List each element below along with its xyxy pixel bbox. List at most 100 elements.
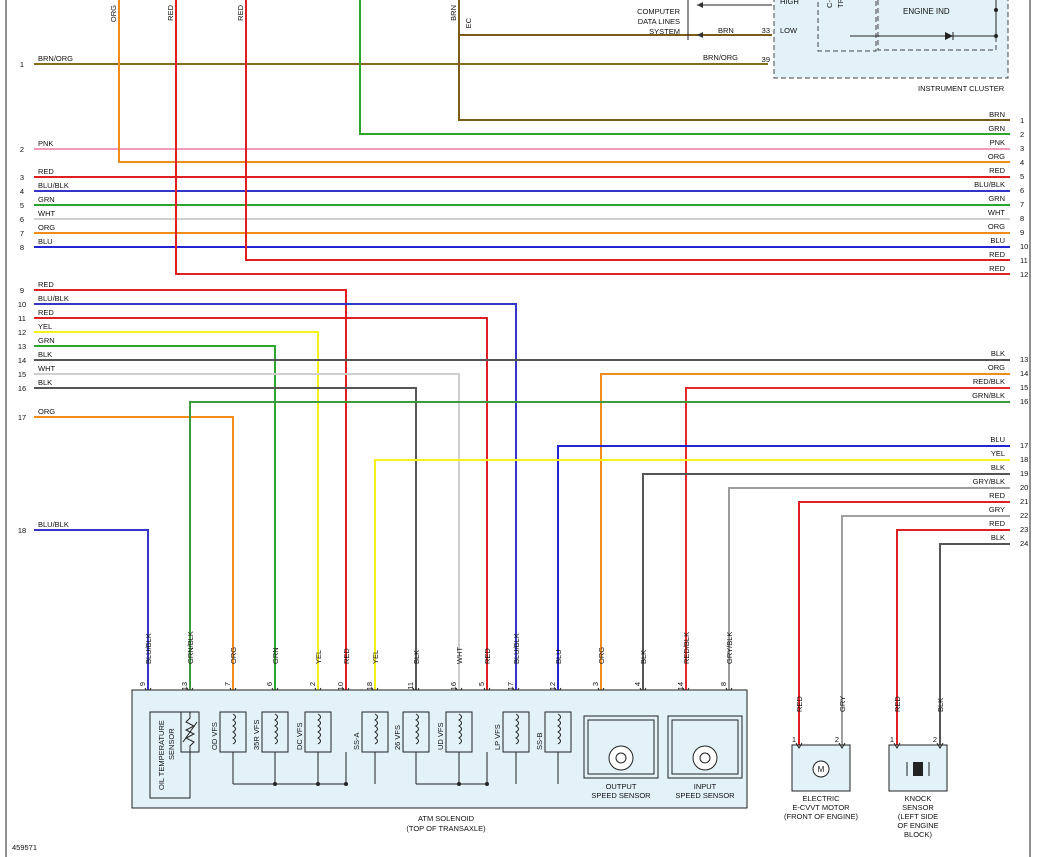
left-pin-number: 8: [20, 243, 24, 252]
solenoid-pin-number: 18: [365, 682, 374, 690]
wire-blu-blk: [34, 303, 517, 690]
motor-symbol: M: [818, 765, 825, 774]
pin-chevron: [795, 742, 803, 749]
right-pin-number: 24: [1020, 539, 1028, 548]
left-wire-label: PNK: [38, 139, 53, 148]
coil-icon: [232, 713, 236, 745]
wire-grn: [359, 0, 1010, 135]
left-pin-number: 16: [18, 384, 26, 393]
right-wire-label: RED: [989, 491, 1005, 500]
cluster-wire-label: BRN/ORG: [703, 53, 738, 62]
right-pin-number: 11: [1020, 256, 1028, 265]
right-wire-label: BLK: [991, 533, 1005, 542]
input-speed-sensor-label: INPUT: [694, 782, 717, 791]
wire-red: [896, 529, 1010, 745]
oil-temp-label: SENSOR: [167, 728, 176, 760]
solenoid-wire-label: RED: [342, 648, 351, 664]
components-layer: [5, 0, 1031, 857]
gear-icon: [615, 752, 627, 764]
cluster-pin-name: HIGH: [780, 0, 799, 6]
pin-chevron: [838, 742, 846, 749]
left-wire-label: YEL: [38, 322, 52, 331]
junction-dot: [485, 782, 489, 786]
cluster-pin-number: 39: [762, 55, 770, 64]
wire-red: [34, 317, 488, 690]
left-wire-label: BLU/BLK: [38, 181, 69, 190]
left-pin-number: 10: [18, 300, 26, 309]
right-pin-number: 2: [1020, 130, 1024, 139]
evvt-motor-label: ELECTRIC: [802, 794, 840, 803]
right-pin-number: 4: [1020, 158, 1024, 167]
right-pin-number: 6: [1020, 186, 1024, 195]
knock-element-icon: [913, 762, 923, 776]
junction-dot: [273, 782, 277, 786]
motor-pin-number: 2: [835, 735, 839, 744]
right-wire-label: ORG: [988, 152, 1005, 161]
right-wire-label: ORG: [988, 363, 1005, 372]
left-pin-number: 15: [18, 370, 26, 379]
wire-brn-can-low: [458, 0, 772, 36]
solenoid-coil-box: [304, 711, 332, 753]
right-pin-number: 12: [1020, 270, 1028, 279]
top-wire-label: BRN: [449, 5, 458, 21]
coil-icon: [415, 713, 419, 745]
right-pin-number: 14: [1020, 369, 1028, 378]
evvt-motor-label: (FRONT OF ENGINE): [784, 812, 859, 821]
labels-layer: 1BRN/ORG2PNK3RED4BLU/BLK5GRN6WHT7ORG8BLU…: [12, 0, 1028, 852]
junction-dot: [994, 8, 998, 12]
transceiver-box: [817, 0, 877, 52]
right-wire-label: RED: [989, 519, 1005, 528]
right-pin-number: 15: [1020, 383, 1028, 392]
solenoid-coil-label: SS-B: [535, 732, 544, 750]
solenoid-wire-label: GRN: [271, 647, 280, 664]
left-pin-number: 4: [20, 187, 24, 196]
left-wire-label: BLK: [38, 378, 52, 387]
solenoid-pin-number: 2: [308, 682, 317, 686]
right-wire-label: YEL: [991, 449, 1005, 458]
left-wire-label: RED: [38, 280, 54, 289]
right-pin-number: 13: [1020, 355, 1028, 364]
right-wire-label: GRN: [988, 194, 1005, 203]
knock-sensor-label: KNOCK: [905, 794, 932, 803]
left-pin-number: 5: [20, 201, 24, 210]
output-speed-sensor-label: OUTPUT: [606, 782, 637, 791]
knock-sensor-label: OF ENGINE: [897, 821, 938, 830]
right-pin-number: 18: [1020, 455, 1028, 464]
solenoid-wire-label: GRY/BLK: [725, 632, 734, 664]
right-wire-label: BLU: [990, 236, 1005, 245]
wire-yel: [34, 331, 319, 690]
wire-blu-blk: [34, 529, 149, 690]
left-wire-label: WHT: [38, 364, 55, 373]
solenoid-wire-label: BLK: [412, 650, 421, 664]
left-pin-number: 2: [20, 145, 24, 154]
left-pin-number: 1: [20, 60, 24, 69]
wire-blk: [939, 543, 1010, 745]
cluster-pin-number: 33: [762, 26, 770, 35]
right-wire-label: BLU: [990, 435, 1005, 444]
atm-solenoid-label: (TOP OF TRANSAXLE): [406, 824, 486, 833]
right-wire-label: GRN: [988, 124, 1005, 133]
junction-dot: [994, 34, 998, 38]
right-pin-number: 10: [1020, 242, 1028, 251]
instrument-cluster-label: INSTRUMENT CLUSTER: [918, 84, 1005, 93]
solenoid-coil-label: LP VFS: [493, 724, 502, 750]
left-pin-number: 17: [18, 413, 26, 422]
right-wire-label: RED/BLK: [973, 377, 1005, 386]
solenoid-pin-number: 4: [633, 682, 642, 686]
wire-red: [798, 501, 1010, 745]
solenoid-pin-number: 3: [591, 682, 600, 686]
coil-icon: [374, 713, 378, 745]
solenoid-wire-label: GRN/BLK: [186, 631, 195, 664]
engine-ind-label: ENGINE IND: [903, 7, 950, 16]
right-pin-number: 8: [1020, 214, 1024, 223]
solenoid-coil-label: OD VFS: [210, 722, 219, 750]
wire-yel: [374, 459, 1010, 690]
right-pin-number: 7: [1020, 200, 1024, 209]
coil-icon: [317, 713, 321, 745]
cluster-pin-name: LOW: [780, 26, 798, 35]
right-pin-number: 17: [1020, 441, 1028, 450]
solenoid-wire-label: ORG: [229, 647, 238, 664]
oil-temp-label: OIL TEMPERATURE: [157, 720, 166, 790]
knock-sensor-label: BLOCK): [904, 830, 932, 839]
